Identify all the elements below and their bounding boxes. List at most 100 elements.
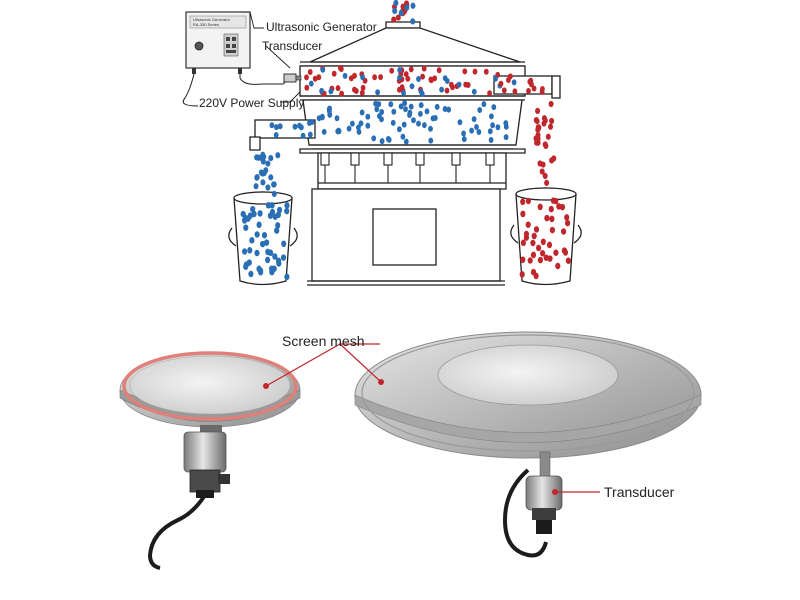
particle xyxy=(434,103,440,110)
particle xyxy=(519,271,525,278)
particle xyxy=(418,110,423,117)
particle xyxy=(531,232,537,240)
particle xyxy=(536,244,542,252)
particle xyxy=(248,270,254,278)
callout-lines-bottom xyxy=(265,343,600,493)
particle xyxy=(271,181,277,188)
particle xyxy=(275,222,281,229)
particle xyxy=(531,85,537,92)
particle xyxy=(327,105,332,112)
particle xyxy=(511,79,517,86)
generator-panel-series: RA-350 Series xyxy=(193,22,220,27)
particle xyxy=(542,141,548,148)
particle xyxy=(392,7,398,15)
particle xyxy=(399,84,405,91)
particle xyxy=(474,124,479,130)
particle xyxy=(307,69,313,75)
particle xyxy=(407,112,412,118)
particle xyxy=(520,239,527,247)
particle xyxy=(525,221,531,228)
particle xyxy=(334,115,340,122)
particle xyxy=(487,90,492,97)
particle xyxy=(548,100,554,108)
particle xyxy=(401,121,407,128)
label-screen-mesh: Screen mesh xyxy=(282,333,365,349)
particle xyxy=(548,205,554,213)
label-ultrasonic-generator: Ultrasonic Generator xyxy=(266,20,377,34)
particle xyxy=(409,83,415,90)
particle xyxy=(461,136,467,143)
particle xyxy=(537,160,543,167)
particle xyxy=(472,68,478,75)
spring-column xyxy=(415,152,425,166)
particle xyxy=(501,87,507,94)
particle xyxy=(489,113,494,120)
particle xyxy=(389,67,395,74)
particle xyxy=(403,138,409,145)
particle xyxy=(530,251,537,259)
particle xyxy=(254,231,260,238)
spring-column xyxy=(451,152,461,166)
particle xyxy=(249,237,255,244)
particle xyxy=(408,103,414,110)
particle xyxy=(565,219,571,227)
particle xyxy=(493,75,498,82)
particle xyxy=(506,77,511,83)
callout-lines-top xyxy=(240,11,301,103)
spring-column xyxy=(485,152,495,166)
label-transducer-top: Transducer xyxy=(262,39,323,53)
particle xyxy=(461,130,466,137)
particle xyxy=(300,132,306,139)
particle xyxy=(410,18,416,25)
particle xyxy=(292,123,298,130)
particle xyxy=(352,72,357,79)
particle xyxy=(527,257,533,264)
spring-column xyxy=(350,152,360,166)
particle xyxy=(432,115,438,121)
particle xyxy=(520,210,526,218)
callout-dots xyxy=(263,379,558,495)
particle xyxy=(316,74,322,81)
particle xyxy=(540,86,545,92)
particle xyxy=(411,117,416,124)
particle xyxy=(360,74,365,81)
particle xyxy=(416,76,421,82)
particle xyxy=(408,66,414,73)
particle xyxy=(379,138,385,145)
particle xyxy=(541,115,547,122)
wiring xyxy=(182,73,298,107)
particle xyxy=(247,247,253,254)
particle xyxy=(446,106,452,113)
particles xyxy=(240,0,572,281)
particle xyxy=(418,102,424,109)
particle xyxy=(284,273,290,281)
particle xyxy=(320,66,326,73)
particle xyxy=(534,139,540,146)
particle xyxy=(371,135,377,142)
particle xyxy=(533,272,539,280)
particle xyxy=(462,68,468,75)
particle xyxy=(442,106,448,112)
particle xyxy=(391,16,397,23)
particle xyxy=(561,228,567,235)
spring-column xyxy=(383,152,393,166)
particle xyxy=(398,9,404,17)
particle xyxy=(359,89,365,96)
particle xyxy=(395,14,401,21)
particle xyxy=(561,247,568,254)
sieve-machine xyxy=(249,21,561,286)
particle xyxy=(272,213,278,220)
particle xyxy=(388,101,394,108)
particle xyxy=(274,227,280,234)
particle xyxy=(281,240,287,248)
particle xyxy=(245,215,251,222)
particle xyxy=(260,179,266,186)
particle xyxy=(254,249,260,257)
particle xyxy=(555,262,561,270)
particle xyxy=(535,124,541,131)
ultrasonic-generator-box xyxy=(185,11,251,74)
particle xyxy=(559,203,566,211)
label-transducer-bottom: Transducer xyxy=(604,484,675,500)
small-screen-assembly xyxy=(119,351,301,570)
large-screen-assembly xyxy=(354,331,702,558)
